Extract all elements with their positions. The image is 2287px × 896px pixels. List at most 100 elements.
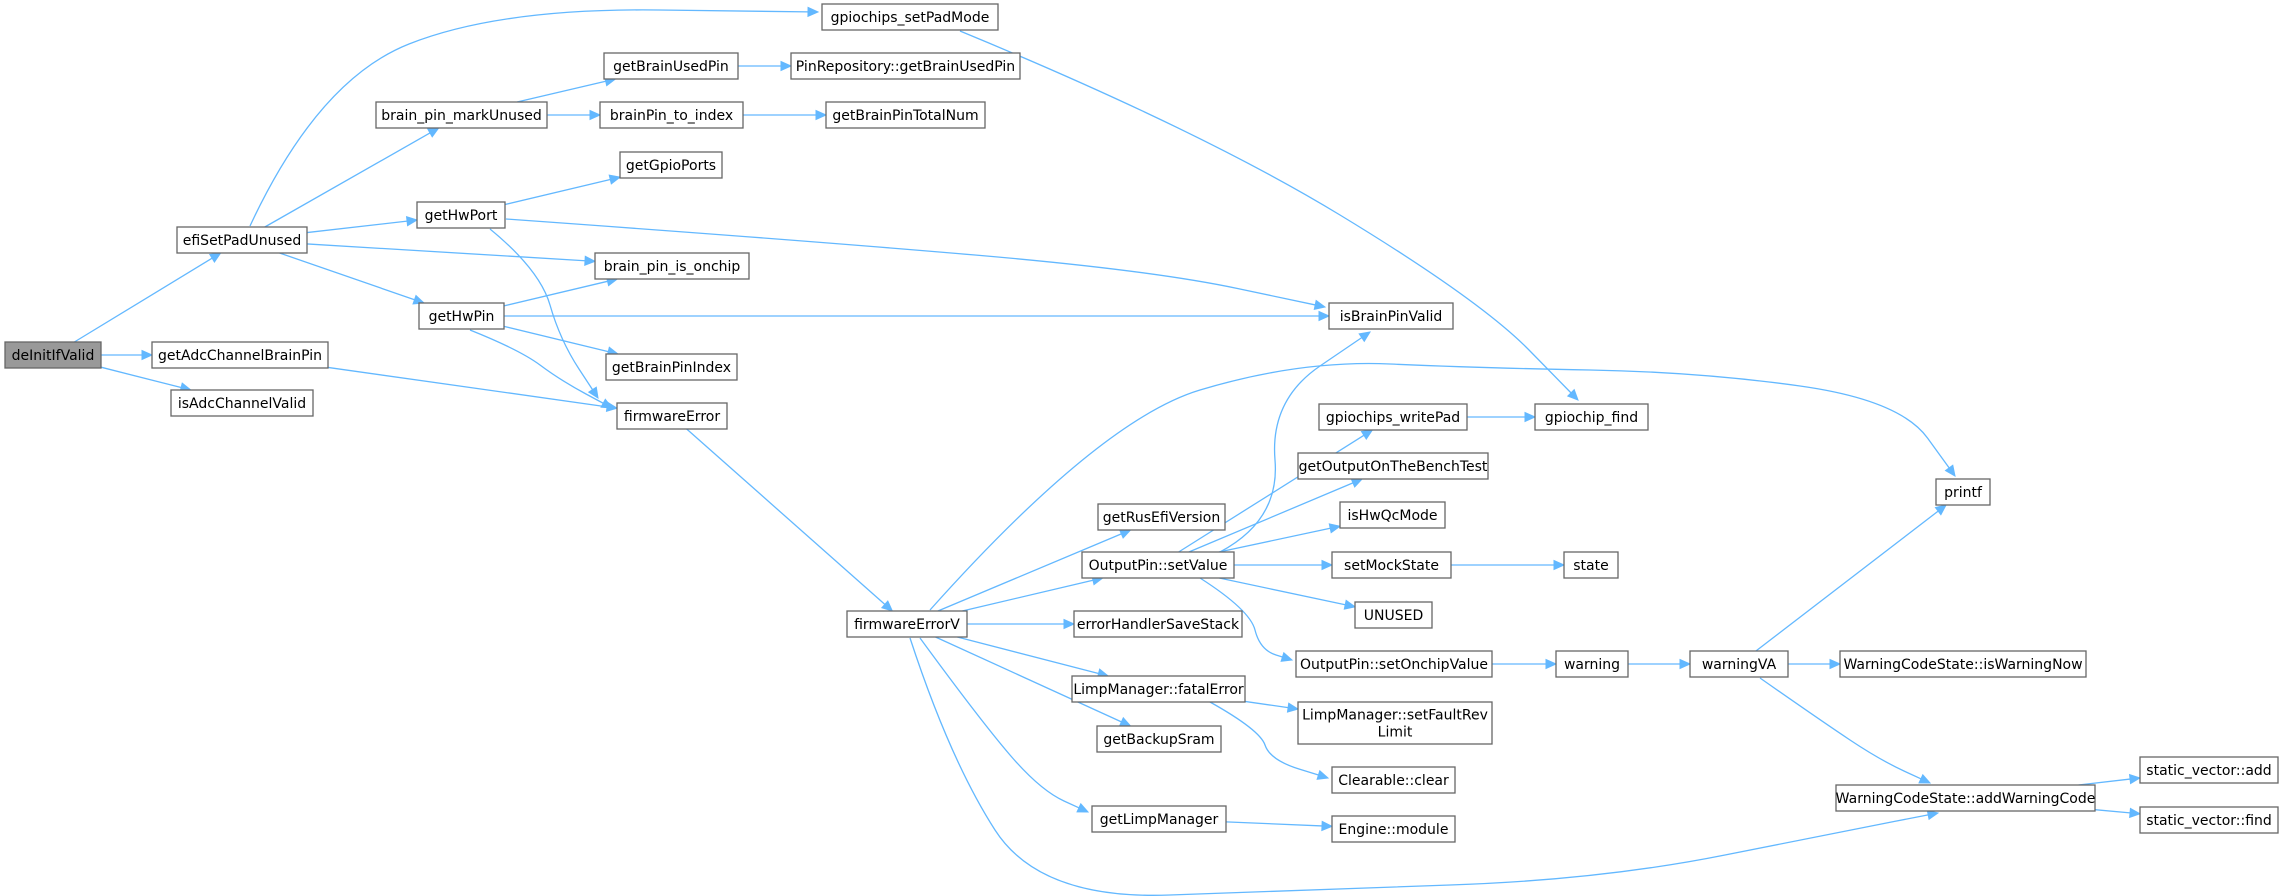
edge-OutputPin_setValue-to-OutputPin_setOnchipValue (1199, 577, 1294, 662)
node-WarningCodeState_isWarningNow[interactable]: WarningCodeState::isWarningNow (1839, 650, 2087, 678)
node-box (1328, 302, 1454, 330)
node-setMockState[interactable]: setMockState (1331, 551, 1452, 579)
node-label: isBrainPinValid (1340, 309, 1443, 325)
arrowhead-icon (1063, 618, 1076, 630)
node-box (1835, 784, 2096, 812)
node-state[interactable]: state (1563, 551, 1619, 579)
arrowhead-icon (1350, 478, 1364, 488)
edge-efiSetPadUnused-to-gpiochips_setPadMode (249, 6, 820, 227)
node-label: gpiochip_find (1545, 410, 1638, 426)
node-getBrainPinTotalNum[interactable]: getBrainPinTotalNum (825, 101, 986, 129)
node-box (1295, 650, 1493, 678)
node-static_vector_find[interactable]: static_vector::find (2139, 806, 2279, 834)
edge-brain_pin_markUnused-to-brainPin_to_index (547, 109, 602, 121)
node-box (1071, 675, 1246, 703)
node-label: UNUSED (1364, 608, 1423, 624)
node-box (1331, 815, 1456, 843)
node-static_vector_add[interactable]: static_vector::add (2139, 756, 2279, 784)
edge-efiSetPadUnused-to-getHwPin (279, 252, 426, 305)
node-getHwPin[interactable]: getHwPin (418, 302, 505, 330)
node-label: efiSetPadUnused (183, 233, 302, 249)
edge-getHwPort-to-getGpioPorts (504, 174, 622, 206)
node-label: Limit (1378, 725, 1413, 741)
arrowhead-icon (1321, 559, 1334, 571)
node-label: brainPin_to_index (610, 108, 733, 124)
arrowhead-icon (1318, 310, 1331, 322)
node-printf[interactable]: printf (1935, 478, 1991, 506)
node-label: getBrainPinIndex (612, 360, 731, 376)
node-getBrainPinIndex[interactable]: getBrainPinIndex (605, 353, 738, 381)
node-isHwQcMode[interactable]: isHwQcMode (1339, 501, 1446, 529)
node-PinRepository_getBrainUsedPin[interactable]: PinRepository::getBrainUsedPin (790, 52, 1021, 80)
node-gpiochip_find[interactable]: gpiochip_find (1534, 403, 1649, 431)
edge-firmwareError-to-firmwareErrorV (686, 428, 894, 612)
arrowhead-icon (1280, 651, 1294, 662)
arrowhead-icon (1918, 773, 1932, 784)
node-getLimpManager[interactable]: getLimpManager (1091, 805, 1227, 833)
node-isAdcChannelValid[interactable]: isAdcChannelValid (170, 389, 314, 417)
arrowhead-icon (815, 109, 828, 121)
node-box (1563, 551, 1619, 579)
node-isBrainPinValid[interactable]: isBrainPinValid (1328, 302, 1454, 330)
arrowhead-icon (1829, 658, 1842, 670)
edge-firmwareErrorV-to-getLimpManager (919, 637, 1090, 813)
arrowhead-icon (807, 6, 820, 18)
arrowhead-icon (1524, 411, 1537, 423)
node-LimpManager_fatalError[interactable]: LimpManager::fatalError (1071, 675, 1246, 703)
edge-OutputPin_setValue-to-setMockState (1234, 559, 1334, 571)
arrowhead-icon (589, 109, 602, 121)
node-label: getGpioPorts (626, 158, 716, 174)
node-getOutputOnTheBenchTest[interactable]: getOutputOnTheBenchTest (1297, 452, 1489, 480)
node-getBackupSram[interactable]: getBackupSram (1096, 725, 1222, 753)
node-label: getBrainUsedPin (613, 59, 729, 75)
node-box (599, 101, 744, 129)
edge-OutputPin_setValue-to-UNUSED (1219, 577, 1357, 610)
node-gpiochips_setPadMode[interactable]: gpiochips_setPadMode (821, 3, 999, 31)
node-firmwareError[interactable]: firmwareError (616, 402, 728, 430)
node-Engine_module[interactable]: Engine::module (1331, 815, 1456, 843)
node-OutputPin_setOnchipValue[interactable]: OutputPin::setOnchipValue (1295, 650, 1493, 678)
node-brainPin_to_index[interactable]: brainPin_to_index (599, 101, 744, 129)
node-brain_pin_markUnused[interactable]: brain_pin_markUnused (375, 101, 548, 129)
node-brain_pin_is_onchip[interactable]: brain_pin_is_onchip (594, 252, 750, 280)
node-box (1839, 650, 2087, 678)
node-label: LimpManager::setFaultRev (1302, 708, 1488, 724)
node-getAdcChannelBrainPin[interactable]: getAdcChannelBrainPin (151, 341, 329, 369)
node-UNUSED[interactable]: UNUSED (1354, 601, 1433, 629)
edge-warningVA-to-WarningCodeState_isWarningNow (1788, 658, 1842, 670)
node-box (790, 52, 1021, 80)
node-getRusEfiVersion[interactable]: getRusEfiVersion (1097, 503, 1226, 531)
node-box (1689, 650, 1789, 678)
node-label: warning (1564, 657, 1620, 673)
node-warningVA[interactable]: warningVA (1689, 650, 1789, 678)
node-box (1331, 551, 1452, 579)
node-Clearable_clear[interactable]: Clearable::clear (1331, 766, 1456, 794)
node-getGpioPorts[interactable]: getGpioPorts (619, 151, 723, 179)
node-box (619, 151, 723, 179)
arrowhead-icon (1286, 702, 1300, 713)
node-label: static_vector::add (2146, 763, 2271, 779)
edge-warning-to-warningVA (1628, 658, 1692, 670)
node-efiSetPadUnused[interactable]: efiSetPadUnused (176, 226, 308, 254)
node-gpiochips_writePad[interactable]: gpiochips_writePad (1318, 403, 1468, 431)
node-box (603, 52, 739, 80)
node-WarningCodeState_addWarningCode[interactable]: WarningCodeState::addWarningCode (1835, 784, 2096, 812)
node-label: WarningCodeState::isWarningNow (1843, 657, 2082, 673)
arrowhead-icon (2128, 773, 2142, 785)
node-errorHandlerSaveStack[interactable]: errorHandlerSaveStack (1073, 610, 1243, 638)
node-OutputPin_setValue[interactable]: OutputPin::setValue (1081, 551, 1235, 579)
node-box (1297, 452, 1489, 480)
node-box (1097, 503, 1226, 531)
node-getHwPort[interactable]: getHwPort (416, 201, 506, 229)
node-getBrainUsedPin[interactable]: getBrainUsedPin (603, 52, 739, 80)
node-warning[interactable]: warning (1555, 650, 1629, 678)
edge-brainPin_to_index-to-getBrainPinTotalNum (743, 109, 828, 121)
node-label: Clearable::clear (1338, 773, 1449, 789)
arrowhead-icon (1321, 820, 1334, 832)
arrowhead-icon (1360, 429, 1374, 441)
node-label: isAdcChannelValid (178, 396, 306, 412)
node-firmwareErrorV[interactable]: firmwareErrorV (846, 610, 968, 638)
node-label: getHwPin (429, 309, 495, 325)
